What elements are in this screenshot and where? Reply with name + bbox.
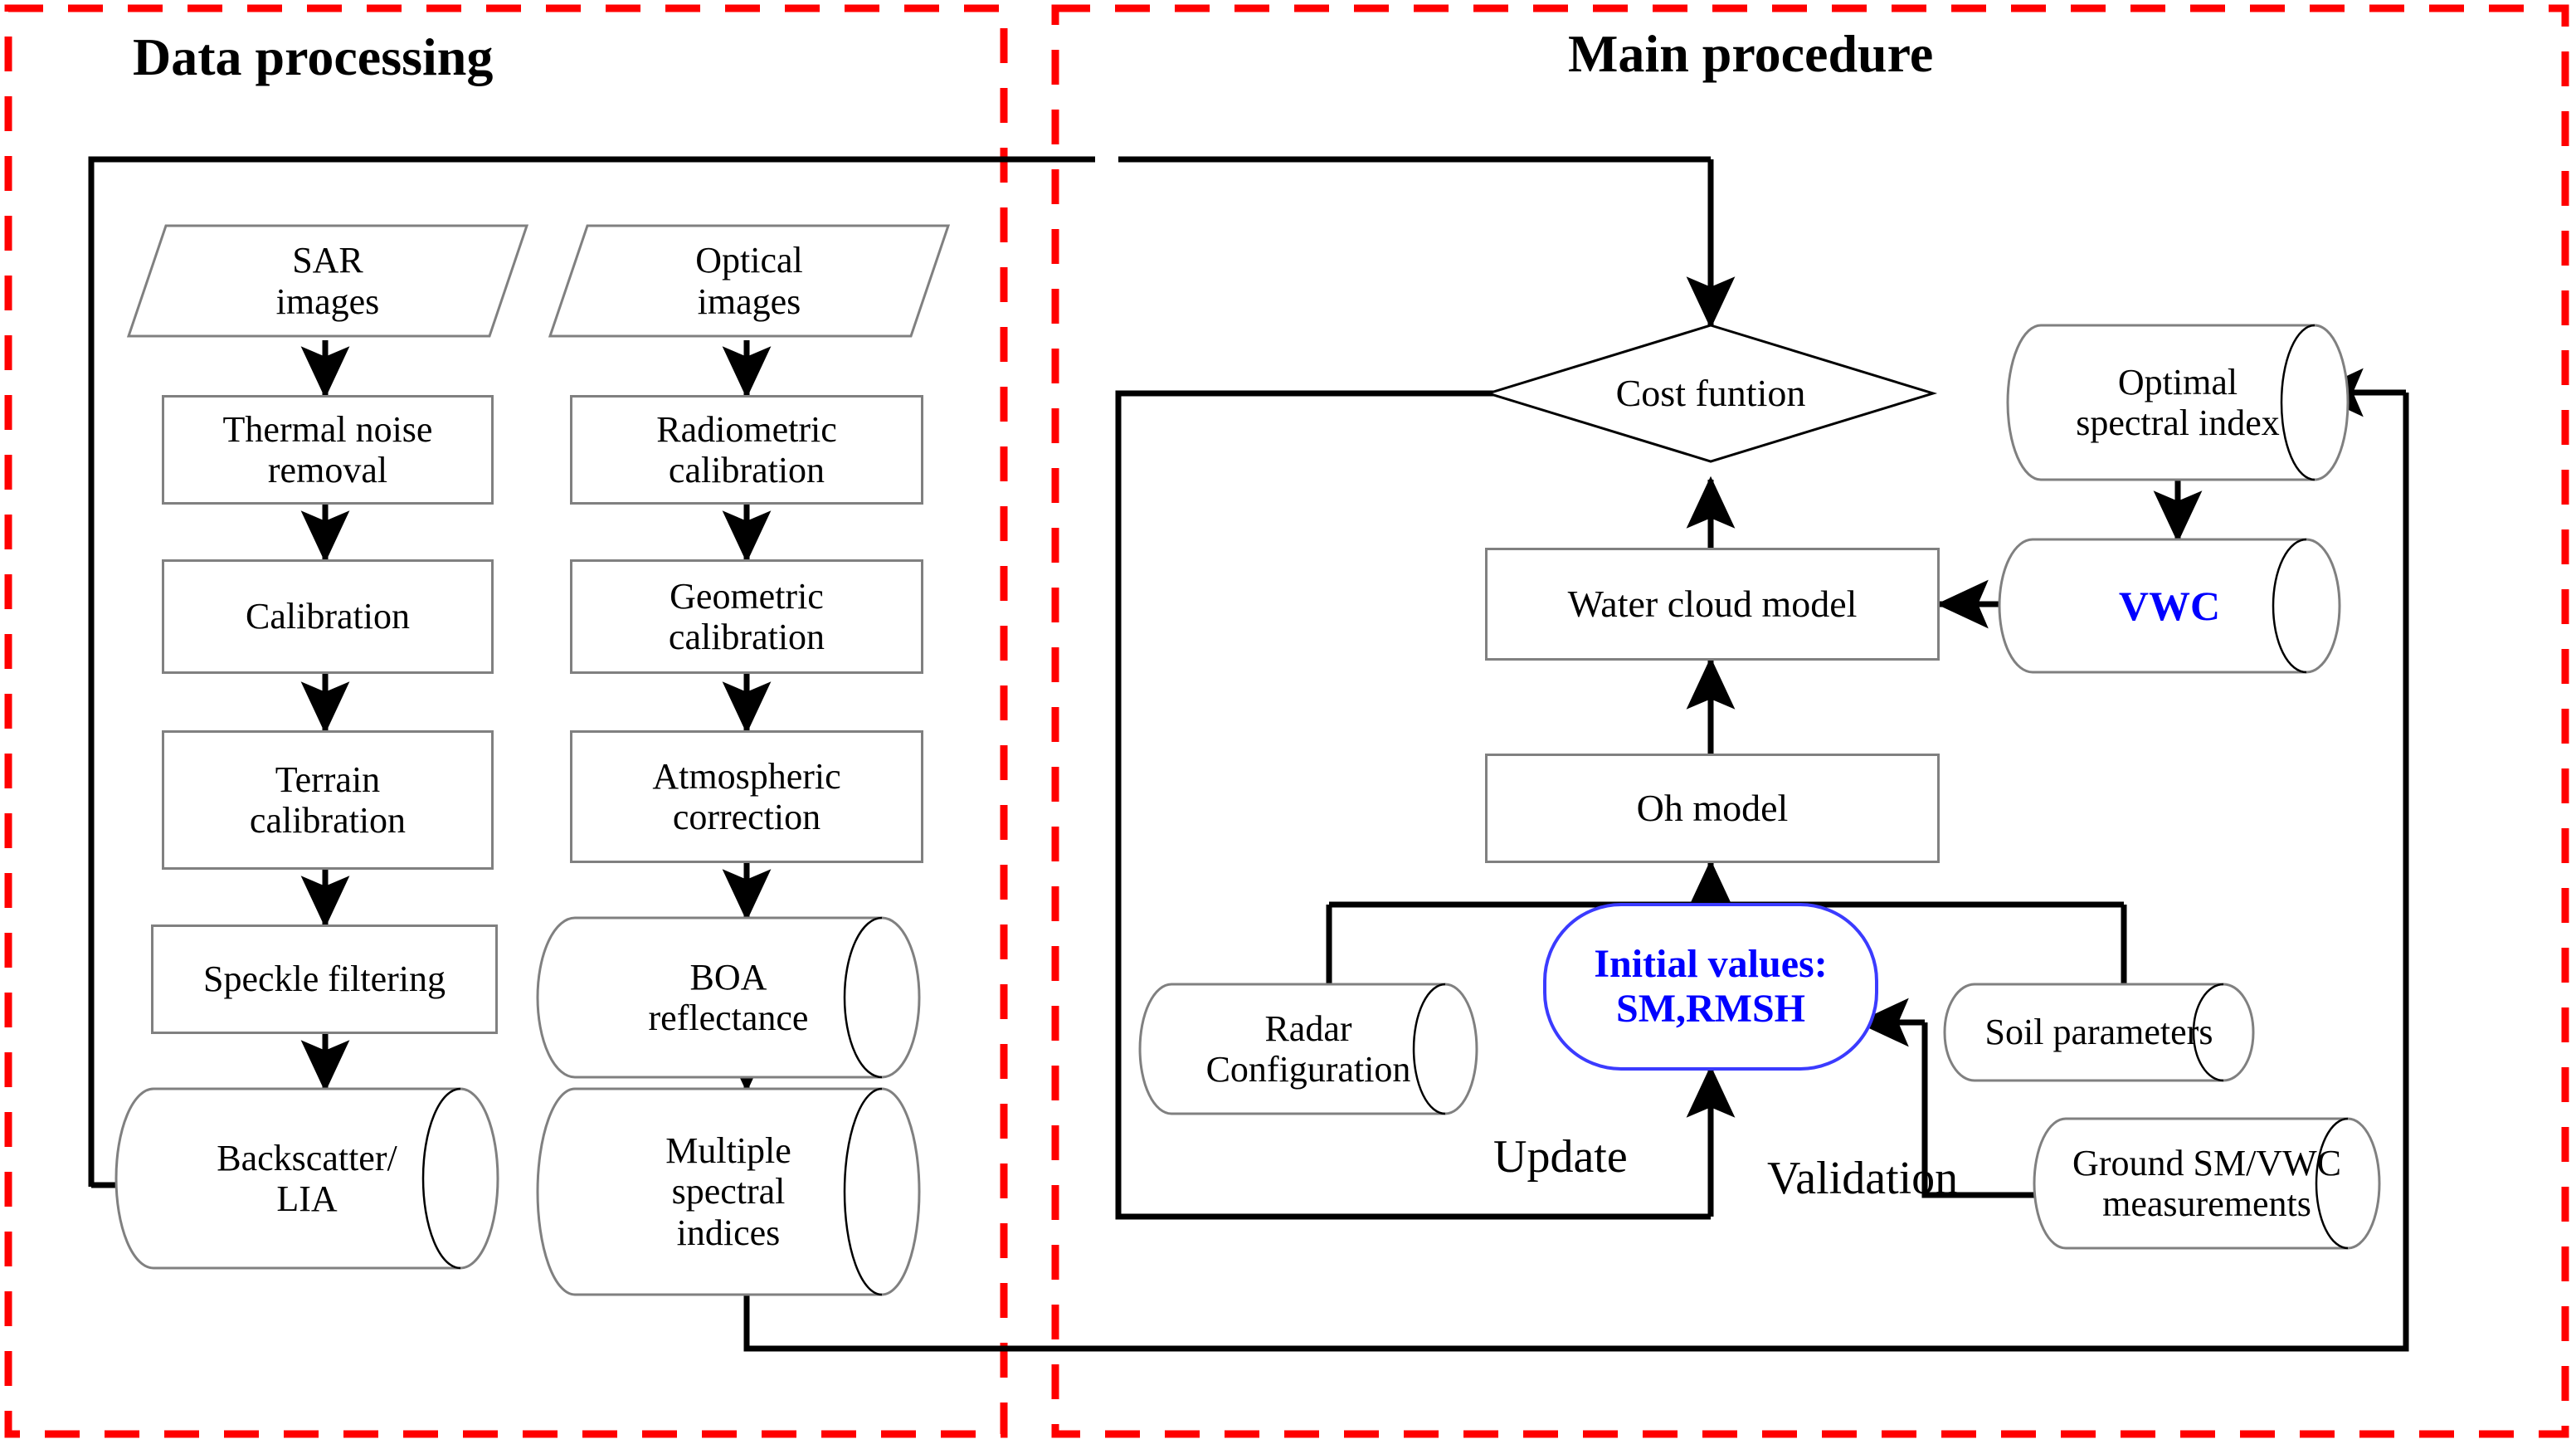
node-radiometric-calibration: Radiometric calibration: [570, 395, 923, 505]
node-oh-model: Oh model: [1485, 754, 1940, 863]
node-radar-configuration-label: Radar Configuration: [1205, 1007, 1411, 1090]
node-water-cloud-model: Water cloud model: [1485, 548, 1940, 661]
node-geometric-calibration: Geometric calibration: [570, 559, 923, 674]
sar-images-shape: [126, 224, 529, 338]
backscatter-lia-shape: [114, 1087, 499, 1270]
soil-parameters-shape: [1943, 983, 2255, 1082]
panel-border-left: [4, 4, 1008, 1438]
node-multiple-spectral-indices-label: Multiple spectral indices: [665, 1130, 791, 1253]
panel-title-right: Main procedure: [1568, 24, 1934, 83]
optical-images-shape: [548, 224, 951, 338]
edge-cost-function-update-loop: [1115, 390, 1711, 1220]
node-soil-parameters-label: Soil parameters: [1984, 1012, 2213, 1053]
node-ground-measurements-label: Ground SM/VWC measurements: [2072, 1142, 2341, 1224]
node-speckle-filtering: Speckle filtering: [151, 924, 498, 1034]
node-optimal-spectral-index-label: Optimal spectral index: [2076, 361, 2280, 443]
vwc-shape: [1998, 538, 2341, 674]
edge-ground-to-initial-values: [1921, 1022, 2066, 1198]
node-thermal-noise-removal: Thermal noise removal: [162, 395, 494, 505]
node-cost-function-label: Cost funtion: [1615, 372, 1806, 415]
node-backscatter-lia-label: Backscatter/ LIA: [217, 1137, 397, 1219]
node-calibration: Calibration: [162, 559, 494, 674]
edge-indices-to-optimal-index: [743, 393, 2409, 1352]
initial-values-shape: [1543, 903, 1878, 1071]
node-atmospheric-correction: Atmospheric correction: [570, 730, 923, 863]
node-boa-reflectance-label: BOA reflectance: [648, 956, 809, 1038]
group-border-left: [88, 156, 1095, 1187]
edge-label-validation: Validation: [1767, 1153, 1959, 1204]
sar-images-label: SAR images: [275, 240, 380, 322]
edge-label-update: Update: [1493, 1131, 1628, 1183]
optical-images-label: Optical images: [695, 240, 803, 322]
boa-reflectance-shape: [536, 916, 921, 1079]
node-terrain-calibration: Terrain calibration: [162, 730, 494, 870]
ground-measurements-shape: [2033, 1117, 2381, 1250]
cost-function-shape: [1483, 324, 1938, 463]
optimal-spectral-index-shape: [2006, 324, 2350, 481]
multiple-spectral-indices-shape: [536, 1087, 921, 1296]
panel-border-right: [1051, 4, 2569, 1438]
node-vwc-label: VWC: [2118, 583, 2221, 629]
panel-title-left: Data processing: [133, 27, 494, 86]
radar-configuration-shape: [1138, 983, 1478, 1115]
node-initial-values-label: Initial values: SM,RMSH: [1594, 942, 1828, 1031]
